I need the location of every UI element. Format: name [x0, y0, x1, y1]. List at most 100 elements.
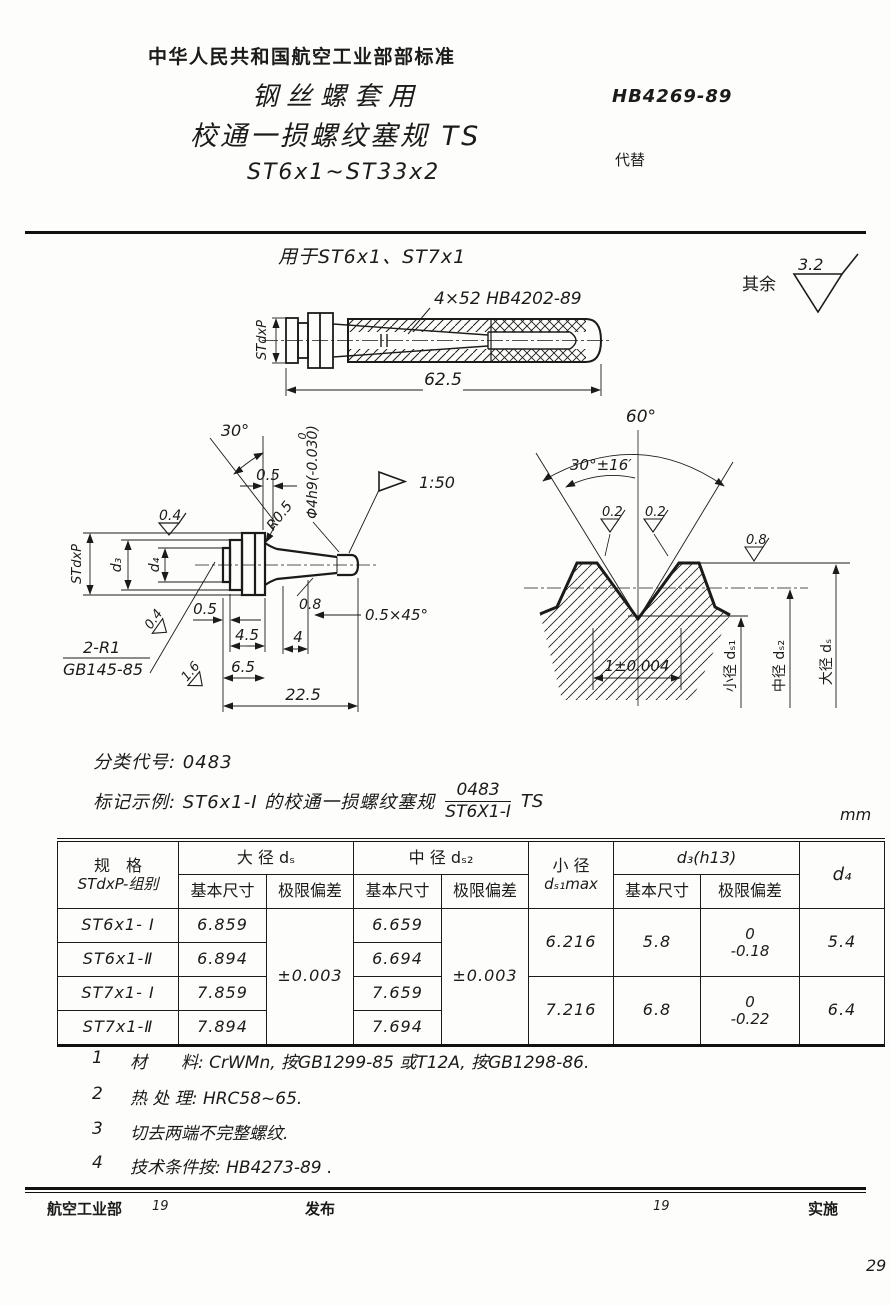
d4-cell: 6.4 [799, 976, 885, 1046]
ds-deviation-cell: ±0.003 [266, 908, 354, 1046]
dim-225: 22.5 [285, 685, 321, 704]
spec-header-top: 规 格 [93, 856, 142, 876]
finish-08: 0.8 [299, 597, 321, 613]
overall-length-dim: 62.5 [424, 370, 462, 390]
marking-example: 标记示例: ST6x1-Ⅰ 的校通一损螺纹塞规 0483 ST6X1-Ⅰ TS [93, 780, 543, 822]
sub-deviation: 极限偏差 [266, 874, 354, 909]
d4-cell: 5.4 [799, 908, 885, 977]
note-number: 4 [92, 1153, 103, 1173]
handle-callout: 4×52 HB4202-89 [434, 289, 582, 309]
doc-title-range: ST6x1~ST33x2 [247, 160, 441, 185]
note-text: 切去两端不完整螺纹. [130, 1124, 289, 1144]
finish-04-left: 0.4 [142, 607, 168, 634]
d3-deviation-cell: 0 -0.22 [700, 976, 800, 1046]
thread-profile-drawing: 60° 30°±16′ 0.2 0.2 0.8 [524, 407, 850, 708]
fillet-note-2: GB145-85 [63, 660, 143, 679]
fillet-note-1: 2-R1 [83, 638, 120, 657]
fraction-numerator: 0483 [445, 780, 511, 802]
thread-dim [272, 317, 286, 364]
tip-diameter-label: Φ4h9(-0.030) [305, 425, 321, 519]
d3-deviation-cell: 0 -0.18 [700, 908, 800, 977]
thread-label: STdxP [70, 544, 85, 584]
tip-outline [221, 531, 360, 597]
chamfer-label: 0.5×45° [365, 606, 428, 624]
doc-title-line1: 钢丝螺套用 [252, 82, 423, 112]
col-pitch-header: 中 径 dₛ₂ [353, 839, 529, 875]
minor-header-top: 小 径 [552, 856, 590, 876]
footer-implement-label: 实施 [808, 1200, 839, 1218]
ds-basic-cell: 6.894 [178, 942, 267, 977]
col-major-header: 大 径 dₛ [178, 839, 354, 875]
taper-flag-icon [378, 470, 408, 493]
handle-hatch-bottom [349, 349, 491, 361]
col-spec-header: 规 格 STdxP-组别 [57, 839, 179, 909]
general-finish-symbol: 其余 3.2 [742, 253, 859, 314]
sub-basic: 基本尺寸 [613, 874, 701, 909]
angle-30-dim [209, 436, 276, 530]
spec-cell: ST6x1- Ⅰ [57, 908, 179, 943]
ds2-basic-cell: 6.659 [353, 908, 442, 943]
note-text: 热 处 理: HRC58~65. [130, 1089, 303, 1109]
material-hatch [540, 563, 730, 700]
ds-basic-cell: 7.894 [178, 1010, 267, 1046]
col-minor-header: 小 径 dₛ₁max [528, 839, 614, 909]
finish-02-left: 0.2 [599, 505, 626, 557]
callout-leader [407, 307, 431, 335]
sub-basic: 基本尺寸 [178, 874, 267, 909]
knurl-hatch-bottom [491, 349, 586, 361]
spec-cell: ST7x1-Ⅱ [57, 1010, 179, 1046]
dim-05-left: 0.5 [193, 600, 217, 618]
knurl-hatch-top [491, 320, 586, 332]
general-finish-label: 其余 [742, 275, 776, 295]
d3-basic-cell: 5.8 [613, 908, 701, 977]
ds1max-cell: 7.216 [528, 976, 614, 1046]
note-number: 3 [92, 1119, 103, 1139]
gauge-assembly-drawing: 4×52 HB4202-89 STdxP 62.5 [255, 289, 612, 396]
finish-16: 1.6 [179, 659, 203, 687]
d3-basic-cell: 6.8 [613, 976, 701, 1046]
d3-label: d₃ [109, 557, 125, 572]
sub-basic: 基本尺寸 [353, 874, 442, 909]
ds2-deviation-cell: ±0.003 [441, 908, 529, 1046]
svg-text:0.8: 0.8 [746, 533, 767, 548]
taper-ratio-label: 1:50 [419, 473, 455, 492]
note-number: 2 [92, 1084, 103, 1104]
angle-30-label: 30° [221, 421, 249, 440]
svg-text:0.2: 0.2 [645, 505, 666, 520]
minor-header-bottom: dₛ₁max [544, 874, 598, 893]
angle-30-label: 30°±16′ [570, 456, 632, 474]
doc-title-line2: 校通一损螺纹塞规 TS [190, 121, 482, 152]
classification-code: 分类代号: 0483 [93, 752, 233, 773]
svg-text:0.4: 0.4 [159, 508, 181, 524]
pitch-dim-label: 1±0.004 [604, 657, 669, 675]
footer-divider-thin [25, 1192, 866, 1193]
ds2-basic-cell: 7.659 [353, 976, 442, 1011]
d4-label: d₄ [147, 557, 163, 572]
general-finish-value: 3.2 [798, 255, 823, 274]
standard-number: HB4269-89 [612, 86, 733, 107]
note-number: 1 [92, 1048, 103, 1068]
radius-label: R0.5 [264, 498, 296, 533]
angle-60-dim [535, 452, 734, 620]
tip-diameter-upper-dev: 0 [296, 433, 309, 440]
ds2-basic-cell: 6.694 [353, 942, 442, 977]
marking-fraction: 0483 ST6X1-Ⅰ [445, 780, 511, 822]
note-item: 2 热 处 理: HRC58~65. [92, 1084, 302, 1109]
dim-45: 4.5 [235, 626, 259, 644]
thread-label: STdxP [255, 320, 270, 360]
minor-dia-label: 小径 dₛ₁ [723, 640, 739, 692]
drawing1-caption: 用于ST6x1、ST7x1 [278, 246, 467, 268]
sub-deviation: 极限偏差 [441, 874, 529, 909]
header-divider [25, 231, 866, 234]
spec-cell: ST6x1-Ⅱ [57, 942, 179, 977]
footer-divider-thick [25, 1187, 866, 1190]
ds1max-cell: 6.216 [528, 908, 614, 977]
svg-text:0.2: 0.2 [602, 505, 623, 520]
spec-table: 规 格 STdxP-组别 大 径 dₛ 中 径 dₛ₂ 小 径 dₛ₁max d… [57, 838, 885, 1047]
note-item: 3 切去两端不完整螺纹. [92, 1119, 288, 1144]
finish-02-right: 0.2 [642, 505, 669, 557]
marking-example-text: 标记示例: ST6x1-Ⅰ 的校通一损螺纹塞规 [93, 792, 436, 813]
standard-org-title: 中华人民共和国航空工业部部标准 [148, 46, 456, 68]
spec-header-bottom: STdxP-组别 [77, 874, 159, 893]
footer-impl-year: 19 [653, 1199, 670, 1214]
